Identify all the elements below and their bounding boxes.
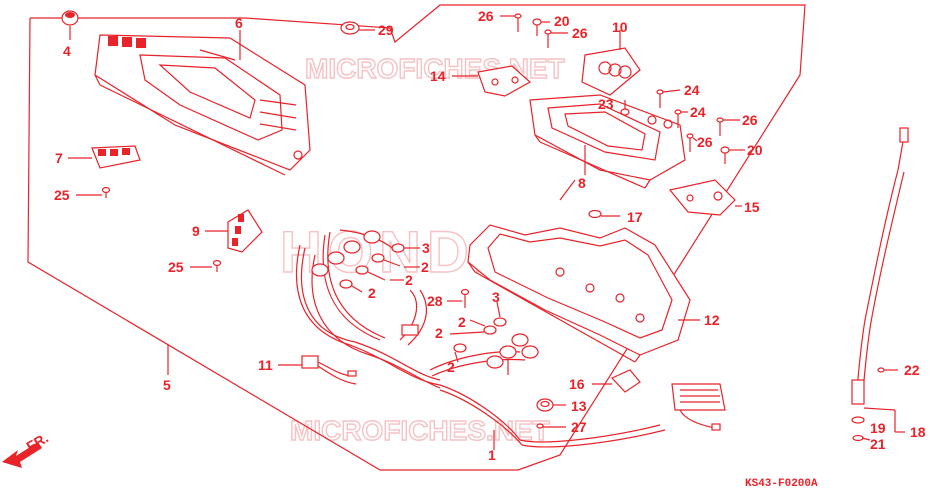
part-sockets-lower [449,301,539,369]
part-indicator-block [205,209,263,253]
part-clamp [592,369,641,393]
callout-24b: 24 [690,104,706,120]
callout-5: 5 [163,377,171,393]
leader-8 [559,179,576,201]
callout-3b: 3 [492,289,500,305]
callout-29: 29 [378,22,394,38]
part-meter-drive [581,30,641,96]
callout-27: 27 [571,419,587,435]
part-screw-28 [447,288,470,308]
callout-17: 17 [627,209,643,225]
part-harness-coupler [671,383,726,431]
callout-14: 14 [430,68,446,84]
part-grommet [61,10,79,40]
callout-26b: 26 [572,25,588,41]
callout-7: 7 [55,150,63,166]
callout-25a: 25 [54,187,70,203]
part-speedometer-cable [851,127,909,442]
part-screw-lower [190,259,222,272]
callout-12: 12 [704,312,720,328]
callout-2e: 2 [435,325,443,341]
callout-19: 19 [870,420,886,436]
callout-26c: 26 [742,112,758,128]
callout-8: 8 [578,175,586,191]
part-switch-block [68,145,141,169]
callout-11: 11 [258,357,273,373]
callout-2b: 2 [405,272,413,288]
callout-26a: 26 [478,8,494,24]
callout-24a: 24 [684,82,700,98]
callout-6: 6 [235,15,243,31]
part-speedometer-unit [529,94,686,189]
callout-20a: 20 [554,13,570,29]
callout-15: 15 [744,199,760,215]
part-grommet-clamp [536,398,566,412]
part-screws-top [500,13,568,48]
callout-20b: 20 [747,142,763,158]
callout-10: 10 [612,19,628,35]
watermark-bottom: MICROFICHES.NET [290,415,550,446]
callout-2d: 2 [458,314,466,330]
part-meter-cover [94,30,311,176]
part-wire-harness [295,229,666,448]
part-bracket-right [668,179,742,216]
callout-9: 9 [192,223,200,239]
callout-18: 18 [910,424,926,440]
callout-2c: 2 [368,285,376,301]
part-screw-upper [76,186,111,198]
part-connector [278,355,357,385]
part-nut [340,21,375,35]
callout-3a: 3 [422,240,430,256]
callout-1: 1 [488,447,496,463]
part-meter-case [467,224,700,363]
diagram-code: KS43-F0200A [745,478,818,489]
callout-16: 16 [569,376,585,392]
part-screw-27 [536,423,566,429]
part-screws-right [620,89,745,164]
callout-21: 21 [870,436,886,452]
callout-26d: 26 [697,134,713,150]
callout-22: 22 [904,362,920,378]
part-bracket-small [452,65,532,97]
callout-13: 13 [571,398,587,414]
direction-arrow: FR. [2,429,51,468]
callout-2a: 2 [421,259,429,275]
part-washer [588,209,620,219]
callout-25b: 25 [168,259,184,275]
assembly-outline [27,4,806,471]
callout-23: 23 [598,96,614,112]
callout-4: 4 [63,43,71,59]
part-sockets-upper [311,230,420,293]
callout-28: 28 [427,293,443,309]
callout-2f: 2 [447,359,455,375]
